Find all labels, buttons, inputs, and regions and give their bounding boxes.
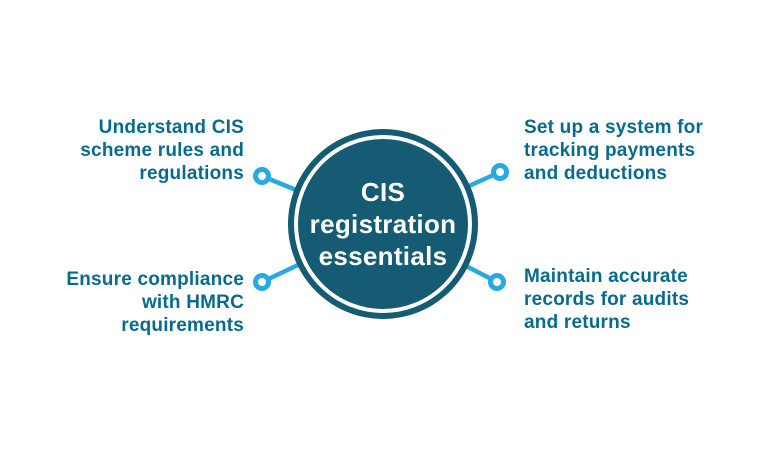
- connector-node-bottom-left: [253, 273, 271, 291]
- connector-node-top-right: [491, 163, 509, 181]
- hub-circle: [288, 129, 478, 319]
- hub-title: CIS registration essentials: [309, 177, 457, 271]
- connector-node-bottom-right: [488, 273, 506, 291]
- label-ensure-hmrc-compliance: Ensure compliance with HMRC requirements: [66, 269, 244, 336]
- hub-ring: [294, 135, 472, 313]
- label-setup-tracking-system: Set up a system for tracking payments an…: [524, 117, 704, 184]
- label-maintain-accurate-records: Maintain accurate records for audits and…: [524, 266, 690, 333]
- label-understand-cis-rules: Understand CIS scheme rules and regulati…: [80, 117, 244, 184]
- connector-node-top-left: [253, 167, 271, 185]
